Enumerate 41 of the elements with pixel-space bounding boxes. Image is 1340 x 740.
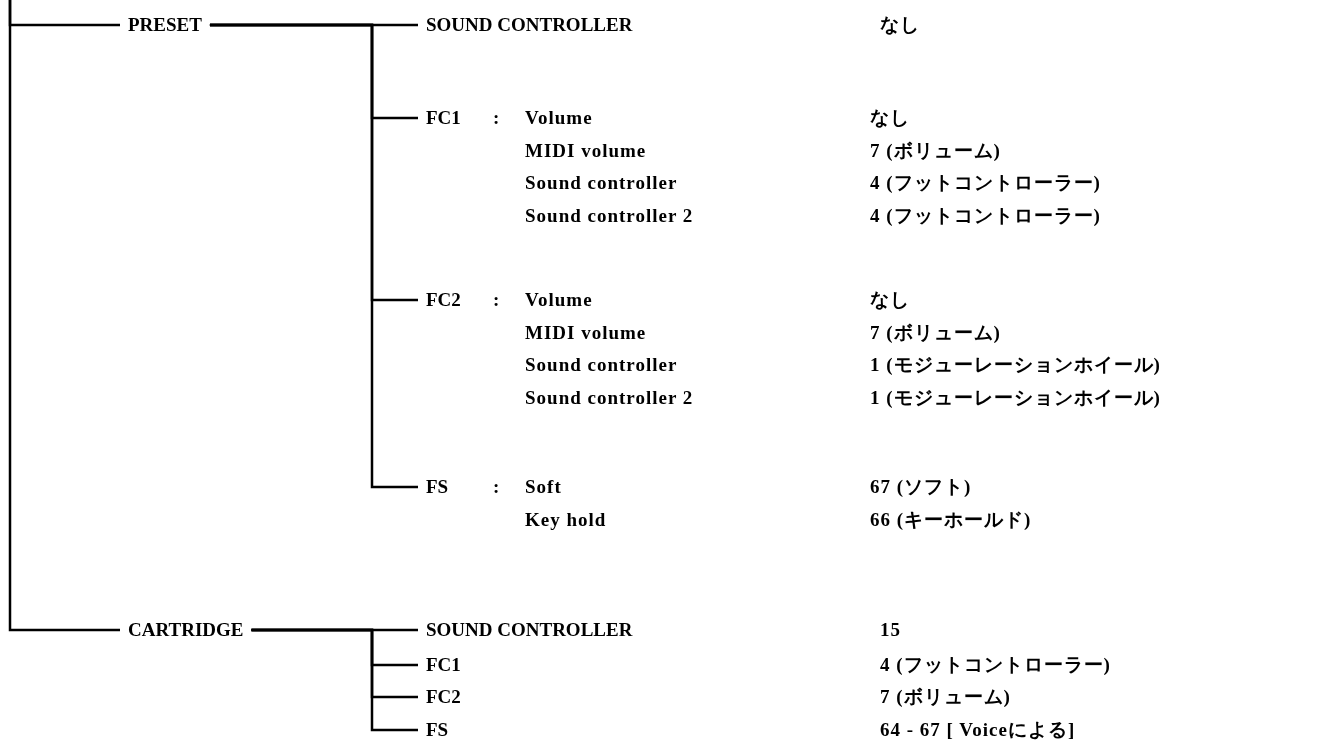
tree-connector (251, 628, 418, 732)
branch-label: FS (418, 718, 457, 740)
parameter-name: MIDI volume (525, 138, 647, 163)
value-text: 67 (ソフト) (870, 475, 972, 499)
parameter-name: Volume (525, 106, 593, 130)
value-text: 66 (キーホールド) (870, 507, 1032, 532)
parameter-name: Soft (525, 475, 562, 499)
branch-label: FC1 (418, 106, 469, 130)
colon-separator: : (493, 288, 501, 312)
value-text: 7 (ボリューム) (870, 320, 1001, 345)
value-text: 7 (ボリューム) (880, 685, 1011, 709)
value-text: 4 (フットコントローラー) (880, 653, 1111, 677)
value-text: 4 (フットコントローラー) (870, 171, 1101, 195)
tree-connector (209, 23, 418, 489)
parameter-name: Sound controller 2 (525, 385, 694, 410)
value-text: なし (870, 288, 910, 312)
parameter-name: Sound controller (525, 353, 678, 377)
value-text: なし (870, 106, 910, 130)
value-text: 1 (モジューレーションホイール) (870, 385, 1161, 410)
branch-label: FC2 (418, 685, 469, 709)
value-text: 64 - 67 [ Voiceによる] (880, 718, 1076, 740)
branch-label: SOUND CONTROLLER (418, 13, 641, 37)
parameter-name: Sound controller 2 (525, 203, 694, 228)
colon-separator: : (493, 475, 501, 499)
colon-separator: : (493, 106, 501, 130)
branch-label: SOUND CONTROLLER (418, 618, 641, 642)
value-text: 15 (880, 618, 901, 642)
value-text: 7 (ボリューム) (870, 138, 1001, 163)
branch-label: CARTRIDGE (120, 618, 252, 642)
tree-connector (8, 0, 120, 632)
branch-label: PRESET (120, 13, 210, 37)
branch-label: FS (418, 475, 457, 499)
value-text: 4 (フットコントローラー) (870, 203, 1101, 228)
branch-label: FC1 (418, 653, 469, 677)
parameter-name: Sound controller (525, 171, 678, 195)
branch-label: FC2 (418, 288, 469, 312)
parameter-name: Key hold (525, 507, 607, 532)
parameter-name: Volume (525, 288, 593, 312)
value-text: なし (880, 13, 920, 37)
parameter-name: MIDI volume (525, 320, 647, 345)
value-text: 1 (モジューレーションホイール) (870, 353, 1161, 377)
